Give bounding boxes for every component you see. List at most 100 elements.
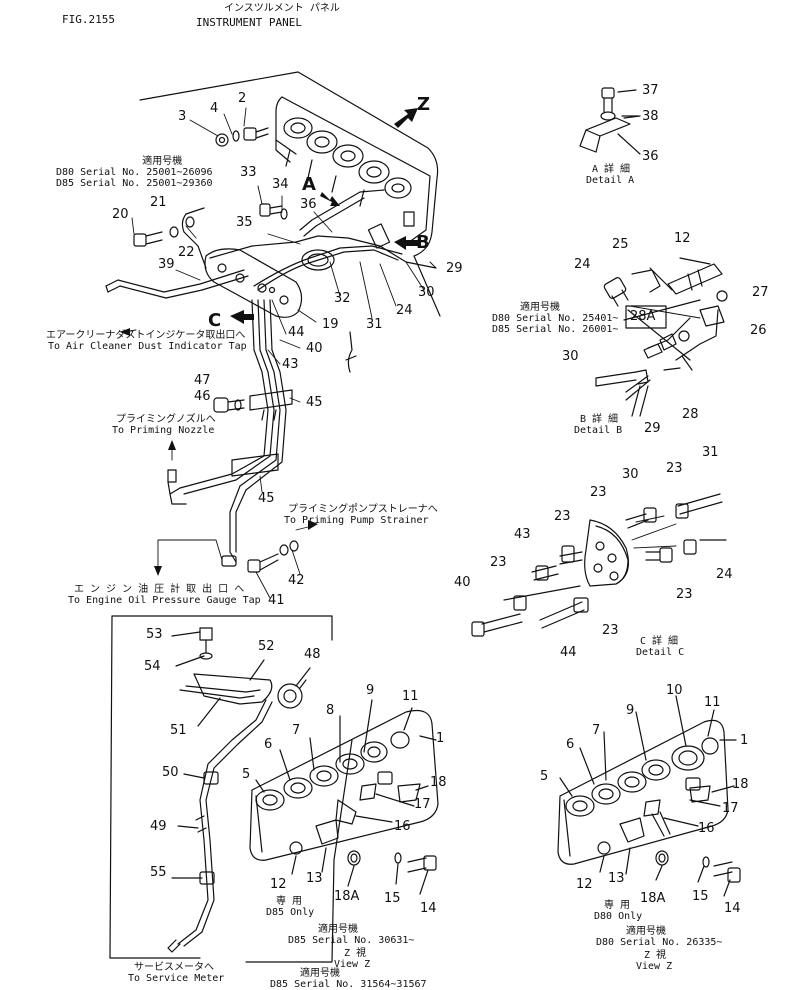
part-number: 30 [418, 285, 435, 300]
title-japanese: インスツルメント パネル [224, 3, 340, 14]
tube-harness [105, 189, 437, 567]
part-number: 23 [602, 623, 619, 638]
part-number: 48 [304, 647, 321, 662]
part-number: 53 [146, 627, 163, 642]
detail-c-drawing [471, 493, 727, 637]
part-number: 34 [272, 177, 289, 192]
part-number: 14 [420, 901, 437, 916]
part-number: 23 [666, 461, 683, 476]
part-number: 39 [158, 257, 175, 272]
break-lines [345, 255, 441, 373]
part-number: 29 [446, 261, 463, 276]
part-number: 54 [144, 659, 161, 674]
part-number: 31 [366, 317, 383, 332]
figure-number: FIG.2155 [62, 13, 115, 26]
part-number: 50 [162, 765, 179, 780]
note-view-left-only: 専 用 D85 Only [266, 896, 315, 918]
detail-b-caption: B 詳 細 Detail B [574, 414, 623, 436]
detail-c-caption: C 詳 細 Detail C [636, 636, 685, 658]
part-number: 12 [674, 231, 691, 246]
part-number: 5 [540, 769, 549, 784]
note-view-left-serial2: 適用号機 D85 Serial No. 31564~31567 [270, 968, 427, 990]
view-z-left-drawing [109, 615, 439, 963]
callout-air-cleaner: エアークリーナダストインジケータ取出口へ To Air Cleaner Dust… [46, 330, 247, 352]
part-number: 13 [608, 871, 625, 886]
part-number: 30 [622, 467, 639, 482]
part-number: 11 [402, 689, 419, 704]
callout-priming-nozzle: プライミングノズルへ To Priming Nozzle [112, 414, 216, 436]
part-number: 46 [194, 389, 211, 404]
part-number: 47 [194, 373, 211, 388]
part-number: 18 [430, 775, 447, 790]
part-number: 36 [642, 149, 659, 164]
part-number: 24 [574, 257, 591, 272]
detail-b-drawing [595, 257, 728, 417]
part-number: 55 [150, 865, 167, 880]
part-number: 32 [334, 291, 351, 306]
part-number: 15 [692, 889, 709, 904]
part-number: 19 [322, 317, 339, 332]
part-number: 33 [240, 165, 257, 180]
part-number: 16 [394, 819, 411, 834]
detail-a-caption: A 詳 細 Detail A [586, 164, 635, 186]
view-letter-c: C [208, 310, 222, 331]
part-number: 21 [150, 195, 167, 210]
part-number: 6 [264, 737, 273, 752]
part-number: 1 [436, 731, 445, 746]
part-number: 49 [150, 819, 167, 834]
part-number: 13 [306, 871, 323, 886]
part-number: 24 [396, 303, 413, 318]
part-number: 4 [210, 101, 219, 116]
view-letter-z: Z [417, 94, 431, 115]
part-number: 29 [644, 421, 661, 436]
part-number: 25 [612, 237, 629, 252]
view-letter-b: B [416, 232, 430, 253]
view-z-right-drawing [557, 695, 741, 897]
part-number: 37 [642, 83, 659, 98]
part-number: 28A [630, 309, 656, 324]
part-number: 1 [740, 733, 749, 748]
part-number: 23 [554, 509, 571, 524]
top-gauges [283, 117, 415, 249]
part-number: 51 [170, 723, 187, 738]
part-number: 45 [258, 491, 275, 506]
part-number: 40 [454, 575, 471, 590]
view-arrows [230, 108, 418, 324]
part-number: 23 [490, 555, 507, 570]
panel-housing [139, 71, 439, 257]
part-number: 23 [676, 587, 693, 602]
part-number: 17 [414, 797, 431, 812]
part-number: 10 [666, 683, 683, 698]
part-number: 3 [178, 109, 187, 124]
part-number: 12 [576, 877, 593, 892]
part-number: 7 [292, 723, 301, 738]
part-number: 18A [334, 889, 360, 904]
note-view-right-serial: 適用号機 D80 Serial No. 26335~ [596, 926, 723, 948]
note-detail-b: 適用号機 D80 Serial No. 25401~ D85 Serial No… [492, 302, 619, 335]
part-number: 22 [178, 245, 195, 260]
bracket-plate [204, 248, 303, 318]
page-title: INSTRUMENT PANEL [196, 16, 302, 29]
note-view-right-caption: Z 視 View Z [636, 950, 673, 972]
part-number: 41 [268, 593, 285, 608]
part-number: 30 [562, 349, 579, 364]
part-number: 23 [590, 485, 607, 500]
part-number: 5 [242, 767, 251, 782]
bolt-46-47 [213, 397, 245, 413]
callout-arrows [120, 328, 318, 576]
part-number: 9 [626, 703, 635, 718]
view-letter-a: A [302, 174, 316, 195]
part-number: 28 [682, 407, 699, 422]
part-number: 14 [724, 901, 741, 916]
part-number: 6 [566, 737, 575, 752]
callout-priming-pump: プライミングポンプストレーナへ To Priming Pump Strainer [284, 504, 438, 526]
part-number: 17 [722, 801, 739, 816]
part-number: 36 [300, 197, 317, 212]
part-number: 7 [592, 723, 601, 738]
part-number: 9 [366, 683, 375, 698]
callout-engine-oil: エ ン ジ ン 油 圧 計 取 出 口 へ To Engine Oil Pres… [68, 584, 261, 606]
part-number: 43 [514, 527, 531, 542]
part-number: 26 [750, 323, 767, 338]
bolt-20-21-22 [133, 207, 205, 247]
